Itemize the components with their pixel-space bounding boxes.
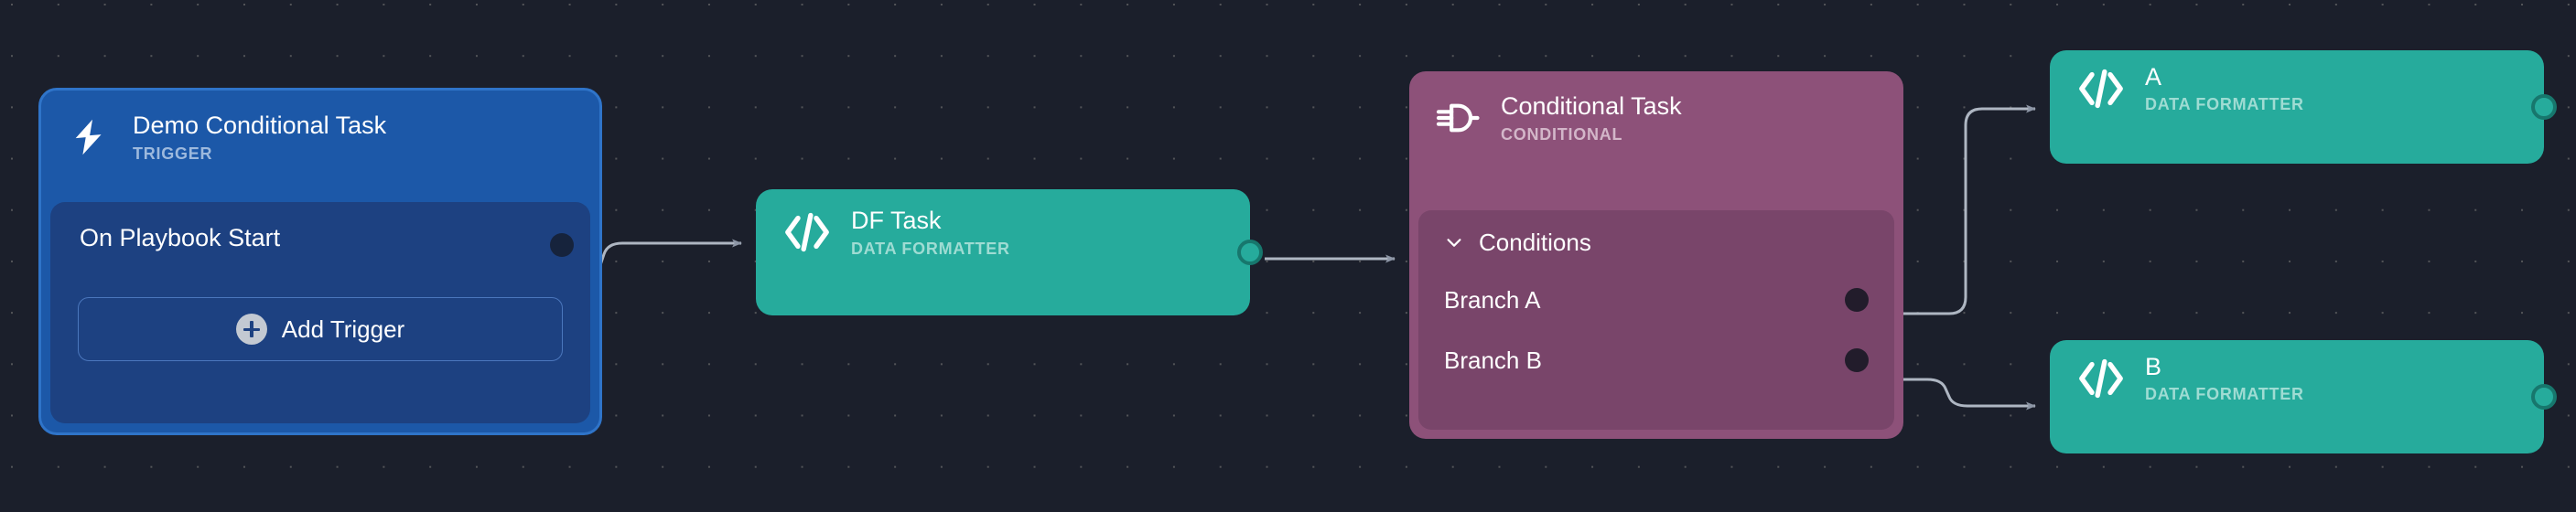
add-trigger-button[interactable]: Add Trigger bbox=[78, 297, 563, 361]
df-task-title-group: DF Task DATA FORMATTER bbox=[851, 206, 1010, 259]
node-trigger[interactable]: Demo Conditional Task TRIGGER On Playboo… bbox=[38, 88, 602, 435]
conditions-label: Conditions bbox=[1479, 229, 1591, 256]
node-b-title-group: B DATA FORMATTER bbox=[2145, 353, 2304, 404]
node-b-subtitle: DATA FORMATTER bbox=[2145, 385, 2304, 403]
chevron-down-icon bbox=[1447, 239, 1461, 247]
branch-b-output-port[interactable] bbox=[1845, 348, 1869, 372]
node-a-title-group: A DATA FORMATTER bbox=[2145, 63, 2304, 114]
plus-circle-icon bbox=[235, 314, 267, 345]
trigger-subtitle: TRIGGER bbox=[133, 144, 213, 163]
branch-b-label: Branch B bbox=[1444, 346, 1542, 374]
node-b-title: B bbox=[2145, 353, 2162, 380]
trigger-row-on-playbook-start[interactable]: On Playbook Start bbox=[74, 222, 566, 253]
trigger-title-group: Demo Conditional Task TRIGGER bbox=[133, 111, 386, 164]
edge-branch-b-to-node-b bbox=[1885, 378, 2036, 411]
node-a-title: A bbox=[2145, 63, 2162, 91]
df-task-output-port[interactable] bbox=[1237, 240, 1263, 265]
conditional-subtitle: CONDITIONAL bbox=[1501, 125, 1623, 144]
df-task-header: DF Task DATA FORMATTER bbox=[756, 189, 1250, 273]
df-task-subtitle: DATA FORMATTER bbox=[851, 240, 1010, 258]
node-a-header: A DATA FORMATTER bbox=[2050, 50, 2544, 127]
conditions-panel: Conditions Branch A Branch B bbox=[1418, 210, 1894, 430]
conditional-title-group: Conditional Task CONDITIONAL bbox=[1501, 91, 1682, 144]
node-b[interactable]: B DATA FORMATTER bbox=[2050, 340, 2557, 453]
trigger-title: Demo Conditional Task bbox=[133, 112, 387, 139]
add-trigger-label: Add Trigger bbox=[281, 315, 405, 343]
trigger-header: Demo Conditional Task TRIGGER bbox=[41, 91, 599, 176]
node-a-output-port[interactable] bbox=[2531, 94, 2557, 120]
df-task-title: DF Task bbox=[851, 207, 942, 234]
code-brackets-icon bbox=[783, 208, 831, 256]
conditional-header: Conditional Task CONDITIONAL bbox=[1409, 71, 1903, 157]
conditions-toggle[interactable]: Conditions bbox=[1444, 227, 1870, 258]
trigger-row-label: On Playbook Start bbox=[80, 224, 281, 251]
node-b-output-port[interactable] bbox=[2531, 384, 2557, 410]
logic-gate-icon bbox=[1433, 94, 1481, 142]
trigger-body: On Playbook Start Add Trigger bbox=[50, 202, 590, 423]
conditional-title: Conditional Task bbox=[1501, 92, 1682, 120]
node-b-header: B DATA FORMATTER bbox=[2050, 340, 2544, 417]
trigger-output-port[interactable] bbox=[550, 233, 574, 257]
branch-a-label: Branch A bbox=[1444, 285, 1541, 314]
node-conditional[interactable]: Conditional Task CONDITIONAL Conditions … bbox=[1409, 71, 1903, 439]
branch-row-b[interactable]: Branch B bbox=[1444, 342, 1870, 379]
node-a-subtitle: DATA FORMATTER bbox=[2145, 95, 2304, 113]
edge-branch-a-to-node-a bbox=[1885, 104, 2036, 315]
branch-a-output-port[interactable] bbox=[1845, 288, 1869, 312]
code-brackets-icon bbox=[2077, 65, 2125, 112]
node-a[interactable]: A DATA FORMATTER bbox=[2050, 50, 2557, 164]
lightning-bolt-icon bbox=[65, 113, 113, 161]
code-brackets-icon bbox=[2077, 355, 2125, 402]
node-df-task[interactable]: DF Task DATA FORMATTER bbox=[756, 189, 1263, 315]
branch-row-a[interactable]: Branch A bbox=[1444, 282, 1870, 318]
